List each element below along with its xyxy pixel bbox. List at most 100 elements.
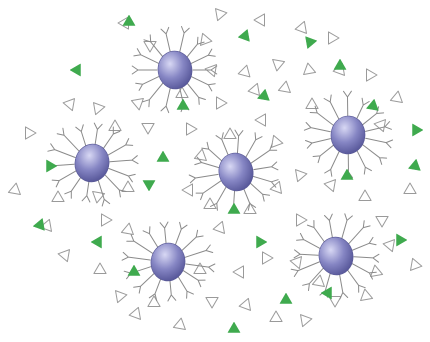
open-triangle <box>173 318 185 329</box>
open-triangle <box>263 252 274 264</box>
y-receptor <box>143 227 159 249</box>
open-triangle <box>278 81 290 92</box>
open-triangle <box>63 99 74 111</box>
open-triangle <box>383 240 394 252</box>
open-triangle <box>295 21 306 33</box>
cells-layer <box>71 49 366 283</box>
y-receptor <box>196 181 221 200</box>
filled-triangle <box>70 64 81 76</box>
y-receptor <box>65 176 82 199</box>
y-receptor <box>366 122 392 132</box>
filled-triangle <box>123 15 135 26</box>
open-triangle <box>206 298 218 309</box>
y-receptor <box>366 138 393 148</box>
y-receptor <box>344 91 352 120</box>
y-receptor <box>249 182 269 201</box>
open-triangle <box>297 214 308 226</box>
open-triangle <box>116 291 127 303</box>
y-receptor <box>76 125 87 149</box>
filled-triangle <box>47 160 58 172</box>
open-triangle <box>201 33 212 45</box>
open-triangle <box>204 198 216 209</box>
y-receptor <box>179 27 189 56</box>
open-triangle <box>58 250 69 262</box>
open-triangle <box>122 181 134 192</box>
open-triangle <box>301 315 312 327</box>
cell-body <box>316 234 356 277</box>
filled-triangle <box>128 265 140 276</box>
y-receptor <box>136 77 159 91</box>
open-triangle <box>131 99 143 110</box>
filled-triangle <box>341 169 353 180</box>
y-receptor <box>356 149 371 174</box>
open-triangle <box>224 128 236 139</box>
open-triangle <box>217 97 228 109</box>
open-triangle <box>194 263 206 274</box>
open-triangle <box>411 258 422 270</box>
y-receptor <box>186 264 215 272</box>
y-receptor <box>149 276 161 300</box>
open-triangle <box>129 307 140 319</box>
y-receptor <box>57 128 79 152</box>
y-receptor <box>174 222 187 247</box>
filled-triangle <box>366 99 378 110</box>
cell-body <box>71 141 112 185</box>
filled-triangle <box>33 218 44 230</box>
y-receptor <box>313 145 334 163</box>
filled-triangle <box>177 99 189 110</box>
cell-body <box>329 115 366 156</box>
filled-triangle <box>91 236 102 248</box>
open-triangle <box>216 9 227 21</box>
filled-triangle <box>228 322 240 333</box>
open-triangle <box>272 135 283 147</box>
open-triangle <box>194 149 206 160</box>
y-receptor <box>310 106 334 125</box>
filled-triangle <box>257 236 268 248</box>
open-triangle <box>376 217 388 228</box>
open-triangle <box>329 32 340 44</box>
y-receptor <box>193 66 217 74</box>
y-receptor <box>181 230 203 251</box>
open-triangle <box>371 265 383 276</box>
filled-triangle <box>228 203 240 214</box>
filled-triangle <box>238 29 249 41</box>
y-receptor <box>143 82 164 107</box>
open-triangle <box>94 103 105 115</box>
filled-triangle <box>413 124 424 136</box>
y-receptor <box>132 66 157 74</box>
y-receptor <box>48 144 75 158</box>
y-receptor <box>354 254 379 262</box>
open-triangle <box>255 114 266 126</box>
cell-body <box>215 149 258 195</box>
y-receptor <box>186 82 205 104</box>
open-triangle <box>102 214 113 226</box>
y-receptor <box>324 95 340 121</box>
y-receptor <box>294 250 318 258</box>
y-receptor <box>254 162 278 170</box>
y-receptor <box>356 98 370 121</box>
open-triangle <box>121 223 133 234</box>
open-triangle <box>361 289 373 300</box>
y-receptor <box>109 169 135 182</box>
open-triangle <box>290 257 301 269</box>
y-receptor <box>211 185 228 210</box>
open-triangle <box>109 120 121 131</box>
open-triangle <box>367 69 378 81</box>
y-receptor <box>52 171 76 187</box>
y-receptor <box>291 262 319 277</box>
y-receptor <box>177 275 193 298</box>
y-receptor <box>108 139 133 156</box>
open-triangle <box>324 180 335 192</box>
y-receptor <box>195 157 219 168</box>
y-receptor <box>253 176 278 187</box>
filled-triangle <box>143 181 155 192</box>
y-receptor <box>216 133 229 158</box>
y-receptor <box>341 214 352 242</box>
y-receptor <box>307 221 325 244</box>
y-receptor <box>346 269 365 293</box>
open-triangle <box>390 91 402 102</box>
y-receptor <box>303 267 324 290</box>
y-receptor <box>339 271 348 299</box>
open-triangle <box>404 183 416 194</box>
y-receptor <box>161 85 171 113</box>
